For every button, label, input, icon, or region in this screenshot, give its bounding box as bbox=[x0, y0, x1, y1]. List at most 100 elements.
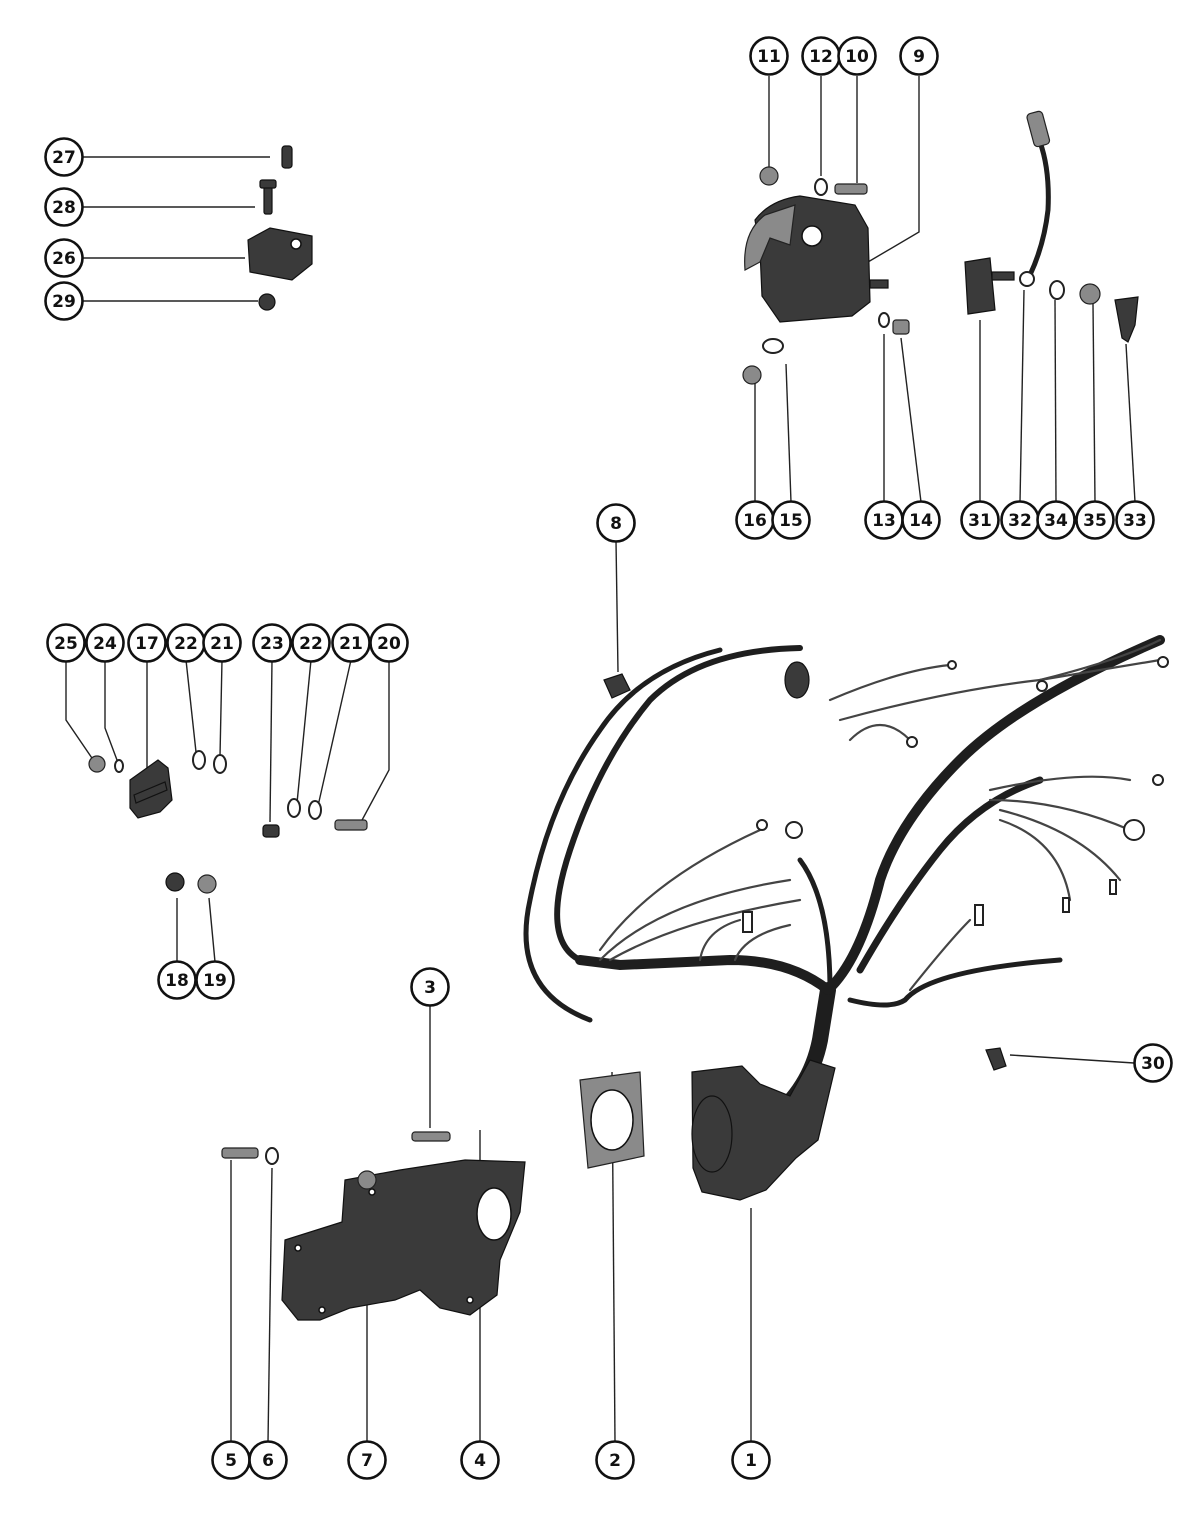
callout-number: 27 bbox=[52, 148, 76, 168]
callout-number: 32 bbox=[1008, 511, 1032, 531]
callout-number: 26 bbox=[52, 249, 76, 269]
callout-number: 24 bbox=[93, 634, 117, 654]
callout-number: 13 bbox=[872, 511, 896, 531]
washer-34 bbox=[1049, 280, 1065, 300]
callout-number: 12 bbox=[809, 47, 833, 67]
lug-i bbox=[1062, 897, 1070, 913]
nut-19 bbox=[197, 874, 217, 894]
callout-number: 29 bbox=[52, 292, 76, 312]
callout-12: 12 bbox=[801, 36, 841, 76]
wire-n bbox=[1038, 658, 1162, 682]
harness-left-loop bbox=[554, 645, 803, 963]
terminal-stud bbox=[991, 271, 1015, 281]
callout-35: 35 bbox=[1075, 500, 1115, 540]
leader-32 bbox=[1019, 289, 1025, 503]
clamp-hole bbox=[290, 238, 302, 250]
connector-1 bbox=[691, 1059, 836, 1201]
callout-number: 28 bbox=[52, 198, 76, 218]
nut-14 bbox=[892, 319, 910, 335]
callout-circle bbox=[749, 36, 789, 76]
harness-mid-branch bbox=[797, 857, 833, 993]
callout-24: 24 bbox=[85, 623, 125, 663]
washer-15 bbox=[762, 338, 784, 354]
spacer-23 bbox=[262, 824, 280, 838]
leader-20 bbox=[360, 660, 390, 823]
callout-circle bbox=[46, 623, 86, 663]
wire-a bbox=[598, 828, 762, 952]
leader-25 bbox=[65, 660, 97, 765]
bracket-group bbox=[221, 1131, 526, 1321]
callout-number: 35 bbox=[1083, 511, 1107, 531]
callout-number: 31 bbox=[968, 511, 992, 531]
callout-15: 15 bbox=[771, 500, 811, 540]
solenoid-terminal bbox=[801, 225, 823, 247]
boot-33 bbox=[1114, 296, 1139, 343]
callout-number: 19 bbox=[203, 971, 227, 991]
clamp-group bbox=[247, 145, 313, 311]
callout-33: 33 bbox=[1115, 500, 1155, 540]
washer-13 bbox=[878, 312, 890, 328]
callout-number: 14 bbox=[909, 511, 933, 531]
harness-right-branch bbox=[856, 776, 1044, 974]
callout-circle bbox=[252, 623, 292, 663]
callout-number: 33 bbox=[1123, 511, 1147, 531]
callout-31: 31 bbox=[960, 500, 1000, 540]
wire-l bbox=[998, 818, 1072, 902]
lug-g bbox=[906, 736, 918, 748]
callout-circle bbox=[195, 960, 235, 1000]
wire-k bbox=[998, 808, 1122, 882]
solenoid-bracket bbox=[744, 204, 796, 271]
wiring-harness-1 bbox=[523, 635, 1169, 1201]
wire-f bbox=[828, 663, 952, 702]
leader-9 bbox=[867, 76, 920, 263]
leader-35 bbox=[1092, 303, 1096, 503]
callout-circle bbox=[44, 137, 84, 177]
callout-number: 23 bbox=[260, 634, 284, 654]
nut-25 bbox=[88, 755, 106, 773]
callout-circle bbox=[202, 623, 242, 663]
harness-main-right bbox=[823, 635, 1165, 995]
lug-k bbox=[974, 904, 984, 926]
callout-circle bbox=[1115, 500, 1155, 540]
callout-25: 25 bbox=[46, 623, 86, 663]
bracket-bolt-hole-4 bbox=[318, 1306, 326, 1314]
lug-d bbox=[1152, 774, 1164, 786]
callout-29: 29 bbox=[44, 281, 84, 321]
bracket-bolt-hole bbox=[294, 1244, 302, 1252]
terminal-boot bbox=[784, 661, 810, 699]
callout-number: 2 bbox=[609, 1451, 621, 1471]
clip-30 bbox=[985, 1047, 1007, 1071]
callout-5: 5 bbox=[211, 1440, 251, 1480]
callout-number: 21 bbox=[339, 634, 363, 654]
callout-number: 6 bbox=[262, 1451, 274, 1471]
callout-10: 10 bbox=[837, 36, 877, 76]
callout-number: 18 bbox=[165, 971, 189, 991]
leader-30 bbox=[1009, 1054, 1135, 1064]
callout-circle bbox=[960, 500, 1000, 540]
callout-20: 20 bbox=[369, 623, 409, 663]
wire-m bbox=[908, 918, 972, 992]
callout-number: 15 bbox=[779, 511, 803, 531]
wire-j bbox=[988, 798, 1132, 832]
washer-24 bbox=[114, 759, 124, 773]
callout-14: 14 bbox=[901, 500, 941, 540]
washer-22a bbox=[192, 750, 206, 770]
callout-circle bbox=[127, 623, 167, 663]
leader-8 bbox=[615, 540, 619, 673]
nut-18 bbox=[165, 872, 185, 892]
nut-29 bbox=[258, 293, 276, 311]
screw-3 bbox=[411, 1131, 451, 1142]
nut-16 bbox=[742, 365, 762, 385]
callout-7: 7 bbox=[347, 1440, 387, 1480]
callout-circle bbox=[347, 1440, 387, 1480]
callout-3: 3 bbox=[410, 967, 450, 1007]
leader-22b bbox=[296, 659, 312, 804]
callout-circle bbox=[731, 1440, 771, 1480]
lug-l bbox=[742, 911, 753, 933]
callout-circle bbox=[410, 967, 450, 1007]
cable-32 bbox=[1027, 139, 1051, 278]
screw-28-head bbox=[259, 179, 277, 189]
callout-circle bbox=[1075, 500, 1115, 540]
callout-number: 34 bbox=[1044, 511, 1068, 531]
